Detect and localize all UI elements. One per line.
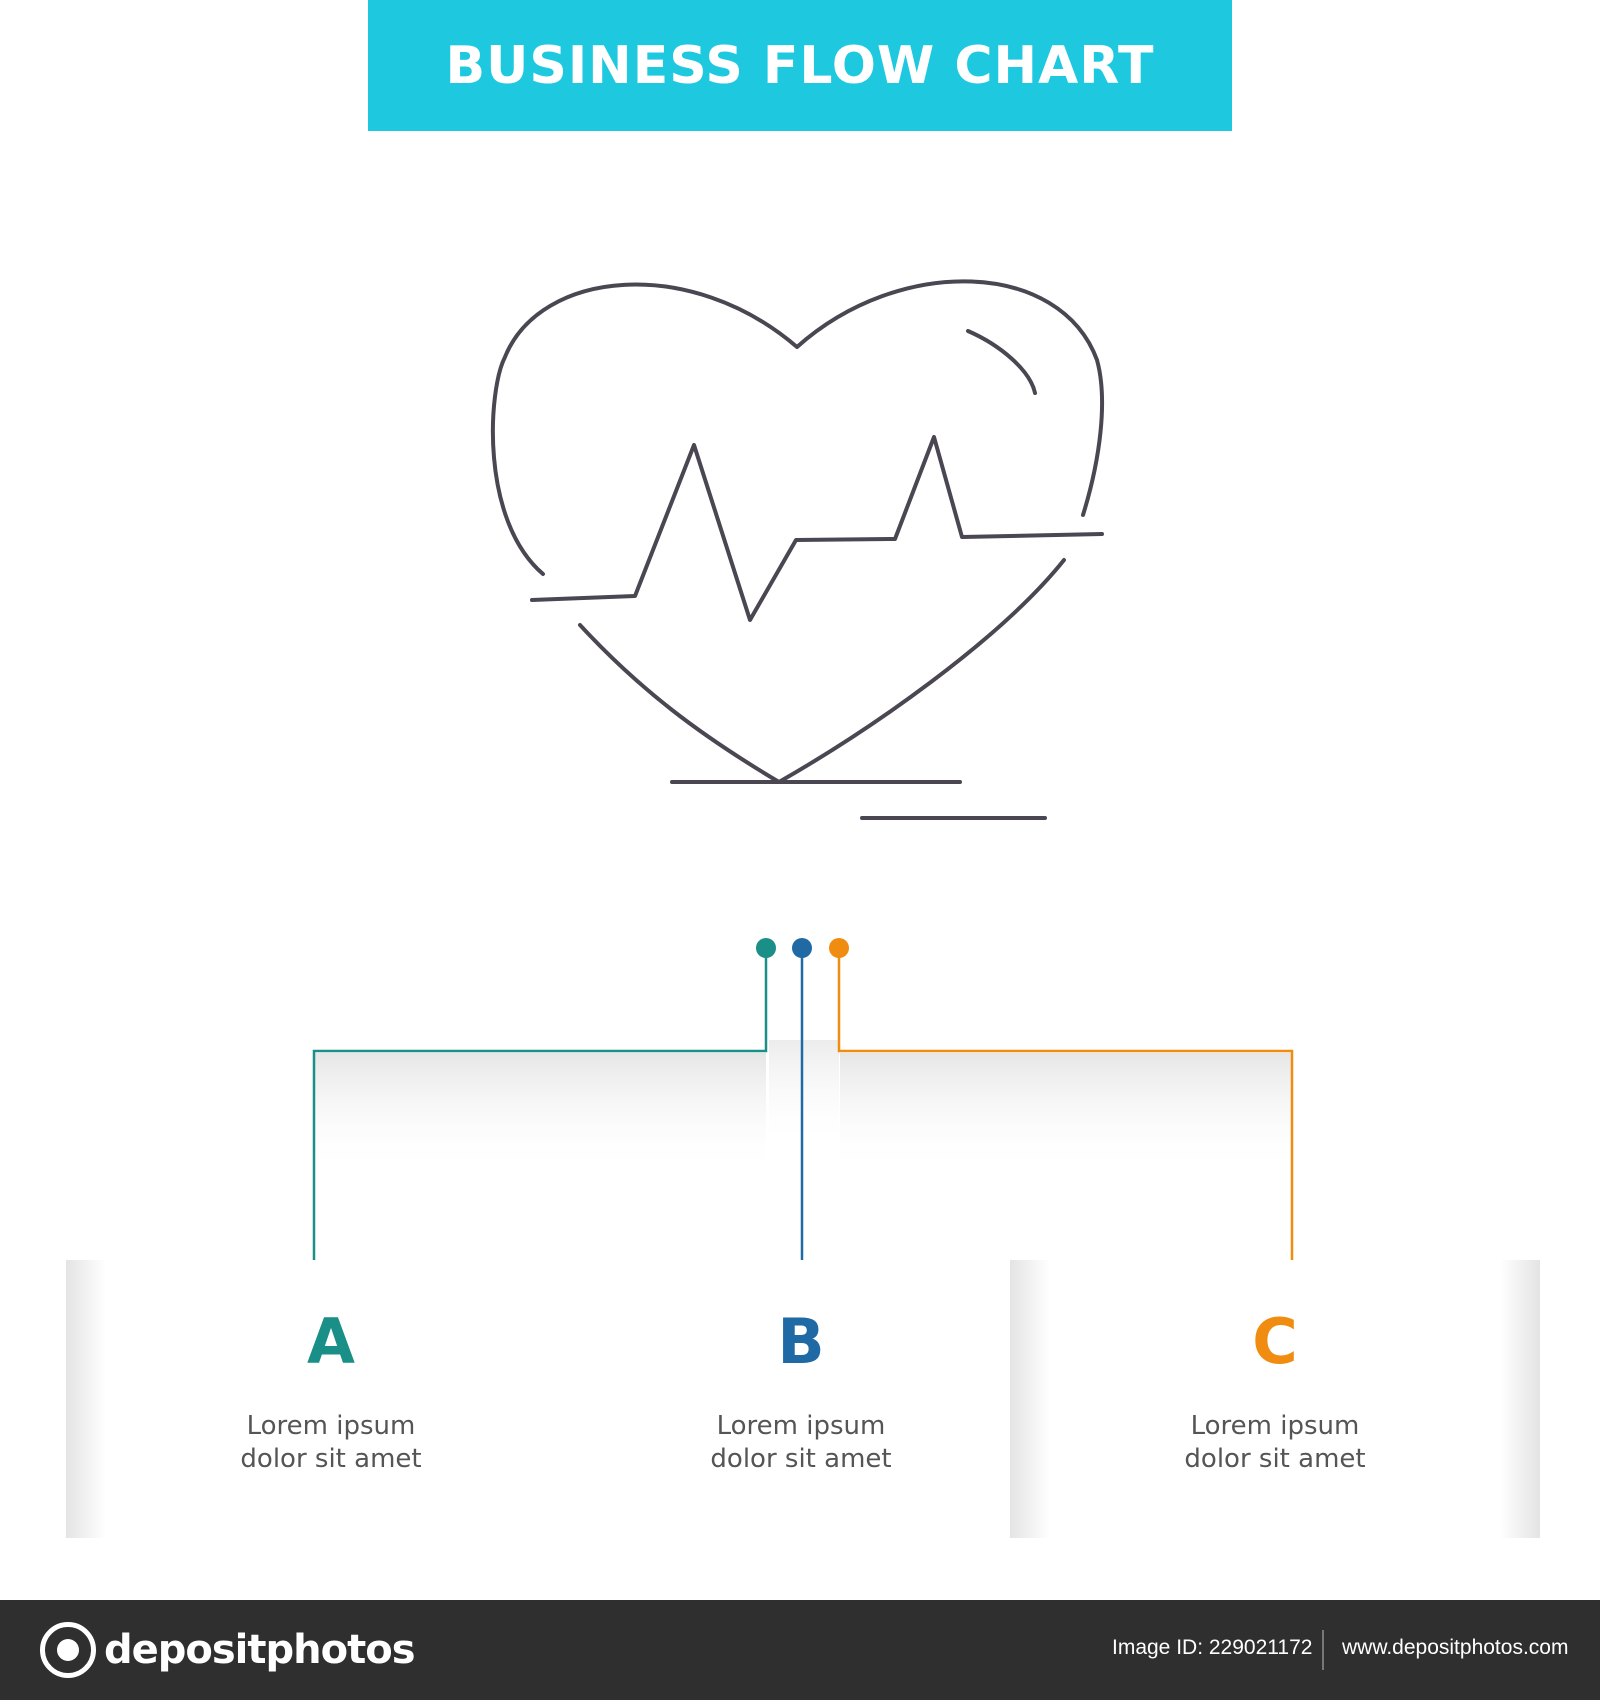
footer-separator — [1322, 1630, 1324, 1670]
shadow-left-branch — [314, 1053, 766, 1173]
shadow-center-branch — [769, 1040, 839, 1150]
connectors — [312, 948, 1294, 1275]
shadow-right-branch — [840, 1053, 1292, 1173]
heartbeat-icon — [490, 279, 1105, 820]
camera-logo-icon — [40, 1622, 96, 1678]
pulse-line — [530, 435, 1104, 622]
connector-c — [837, 948, 1294, 1275]
step-letter-b: B — [777, 1305, 825, 1378]
dot-c — [829, 938, 849, 958]
header-banner: BUSINESS FLOW CHART — [368, 0, 1232, 131]
dot-b — [792, 938, 812, 958]
heart-outline-top — [490, 279, 1105, 576]
dot-a — [756, 938, 776, 958]
step-box-a: A Lorem ipsum dolor sit amet — [66, 1260, 596, 1538]
step-text-c: Lorem ipsum dolor sit amet — [1184, 1411, 1366, 1474]
step-text-b: Lorem ipsum dolor sit amet — [710, 1411, 892, 1474]
footer-bar: depositphotos Image ID: 229021172 www.de… — [0, 1600, 1600, 1700]
connector-a — [312, 948, 768, 1275]
footer-logo-text: depositphotos — [104, 1627, 416, 1673]
footer-logo[interactable]: depositphotos — [40, 1622, 416, 1678]
banner-title: BUSINESS FLOW CHART — [445, 35, 1155, 96]
step-letter-a: A — [307, 1305, 355, 1378]
footer-image-id: Image ID: 229021172 — [1112, 1636, 1313, 1659]
step-box-c: C Lorem ipsum dolor sit amet — [1010, 1260, 1540, 1538]
step-text-a: Lorem ipsum dolor sit amet — [240, 1411, 422, 1474]
step-letter-c: C — [1252, 1305, 1298, 1378]
footer-url[interactable]: www.depositphotos.com — [1342, 1636, 1569, 1659]
step-box-b: B Lorem ipsum dolor sit amet — [536, 1260, 1066, 1538]
heart-highlight — [966, 329, 1037, 395]
heart-outline-bottom — [578, 558, 1066, 784]
